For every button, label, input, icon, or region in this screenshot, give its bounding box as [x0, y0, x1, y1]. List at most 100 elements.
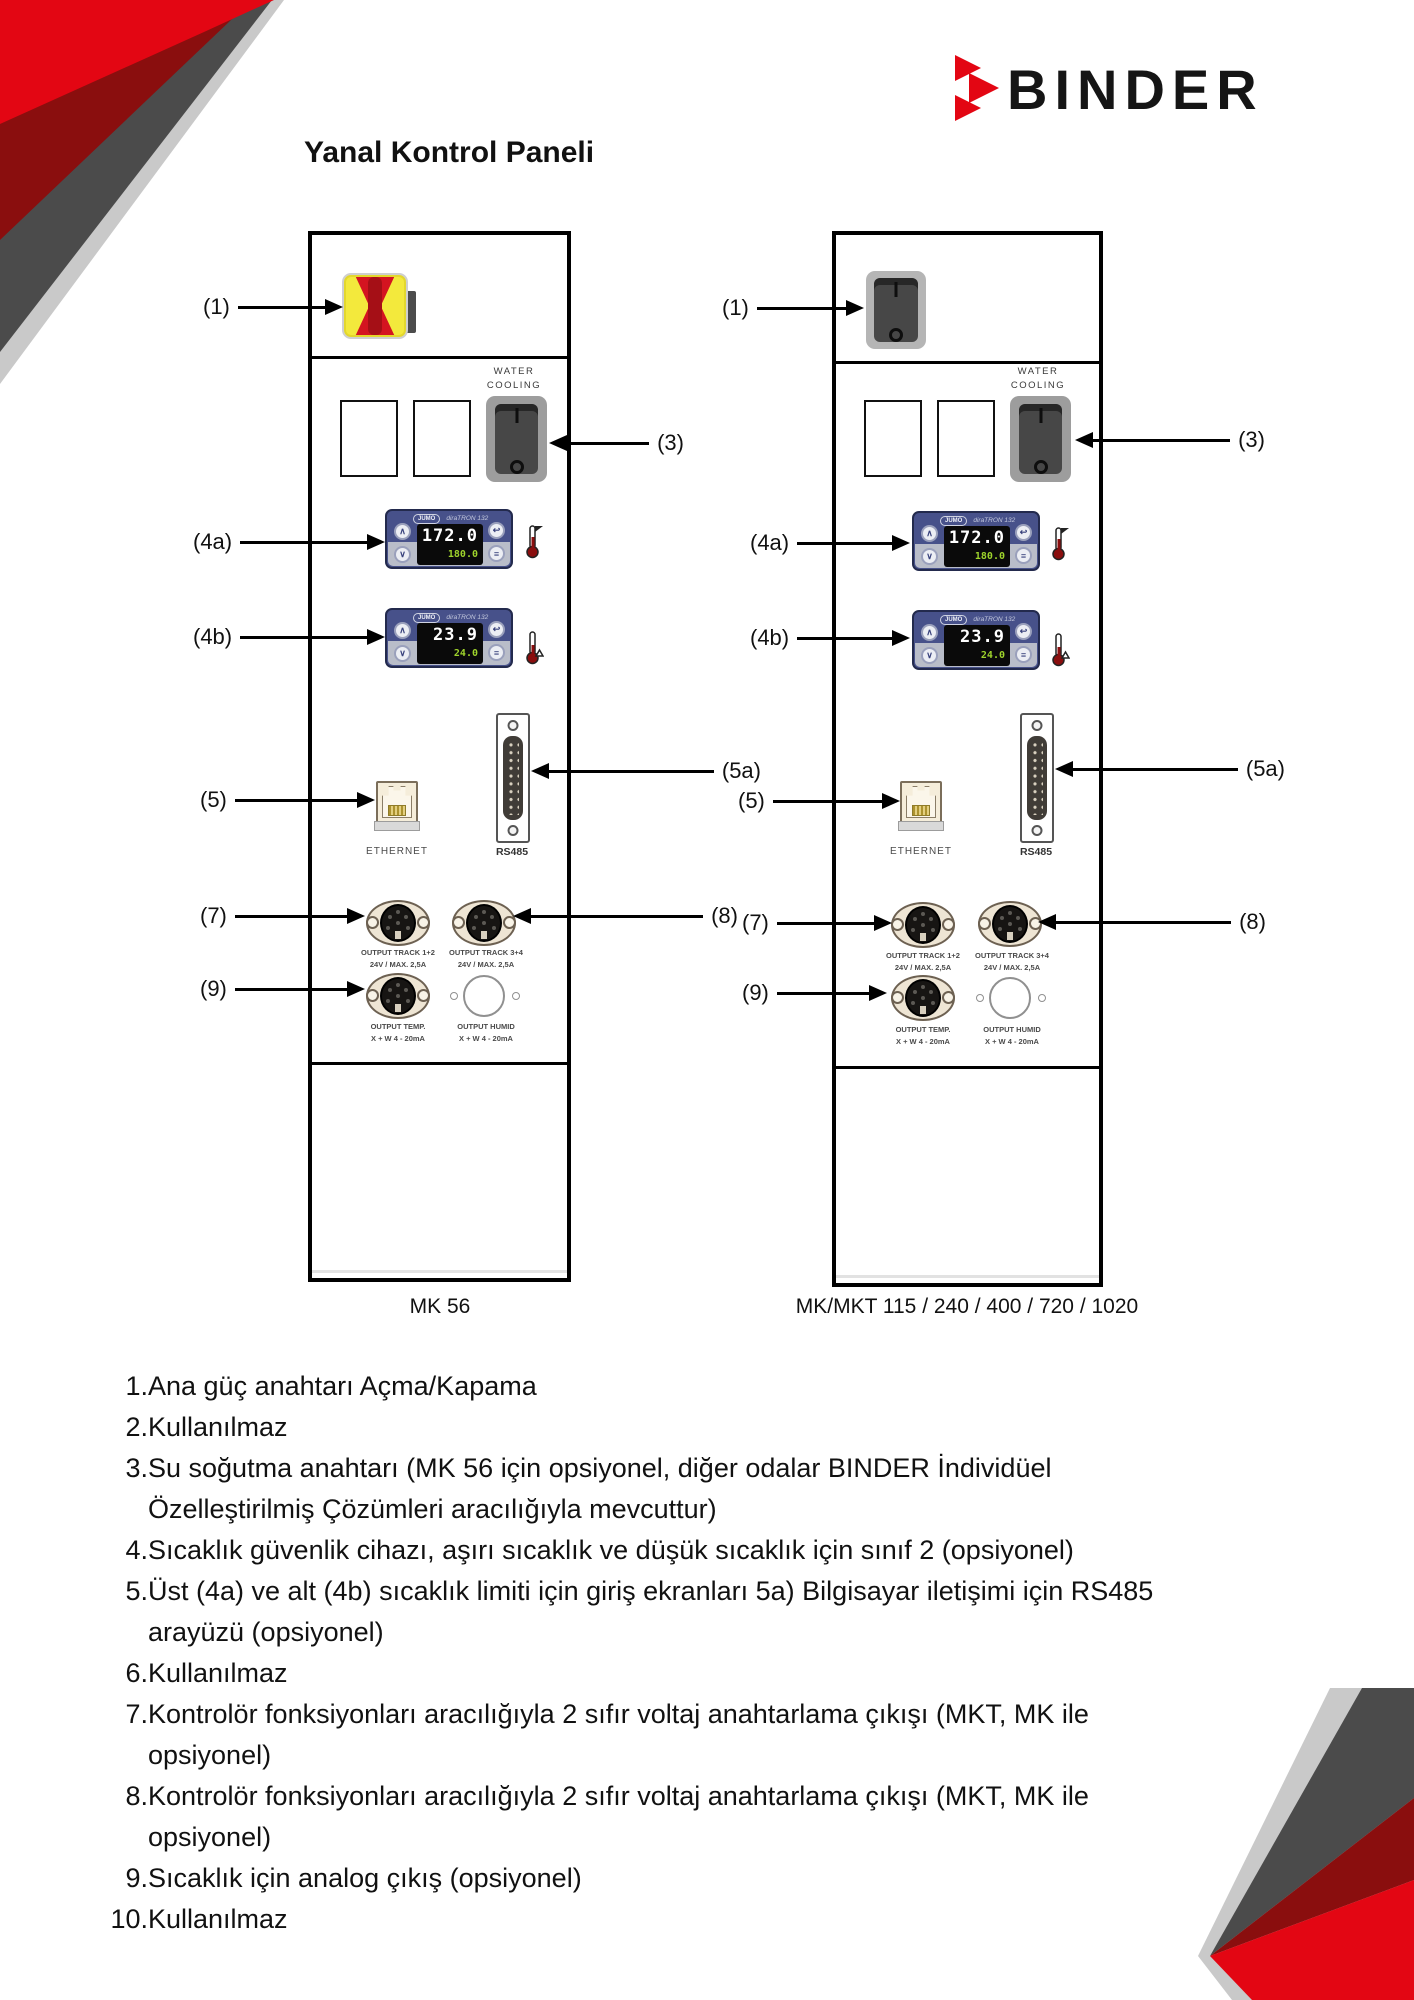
callout-9-left: (9): [200, 975, 365, 1003]
ethernet-label: ETHERNET: [366, 846, 428, 857]
menu-button: ≡: [488, 545, 505, 562]
menu-button: ≡: [1015, 646, 1032, 663]
controller-display: 172.0 180.0: [417, 524, 483, 565]
callout-4b-right: (4b): [750, 624, 910, 652]
fuse-slot: [413, 400, 471, 477]
list-item: 5.Üst (4a) ve alt (4b) sıcaklık limiti i…: [125, 1576, 1154, 1647]
menu-button: ≡: [488, 644, 505, 661]
output-track34-connector: [452, 900, 516, 946]
controller-model-label: diraTRON 132: [973, 616, 1016, 623]
back-button: ↩: [488, 522, 505, 539]
output-temp-label: OUTPUT TEMP.X + W 4 - 20mA: [895, 1025, 951, 1046]
output-track34-connector: [978, 901, 1042, 947]
thermometer-max-icon: [526, 525, 543, 559]
process-value: 23.9: [960, 627, 1005, 647]
panel-divider: [312, 1062, 567, 1065]
switch-on-mark: [894, 281, 898, 297]
jumo-logo: JUMO: [413, 612, 441, 623]
output-humid-placeholder: [463, 975, 505, 1017]
jumo-logo: JUMO: [413, 513, 441, 524]
list-item: 3.Su soğutma anahtarı (MK 56 için opsiyo…: [125, 1453, 1052, 1524]
switch-off-mark: [1033, 460, 1048, 475]
callout-8-left: (8): [513, 902, 738, 930]
callout-1-right: (1): [722, 294, 864, 322]
callout-5a-right: (5a): [1055, 755, 1285, 783]
controller-model-label: diraTRON 132: [973, 517, 1016, 524]
callout-4a-right: (4a): [750, 529, 910, 557]
list-item: 2.Kullanılmaz: [125, 1412, 288, 1442]
callout-1-left: (1): [203, 293, 343, 321]
controller-4a: JUMO diraTRON 132 172.0 180.0 ∧ ∨ ↩ ≡: [385, 509, 513, 569]
callout-3-left: (3): [549, 429, 684, 457]
controller-display: 172.0 180.0: [944, 526, 1010, 567]
switch-off-mark: [509, 460, 524, 475]
ethernet-label: ETHERNET: [890, 846, 952, 857]
process-value: 172.0: [421, 526, 478, 546]
fuse-slot: [340, 400, 398, 477]
output-track12-connector: [891, 902, 955, 948]
set-value: 180.0: [447, 549, 478, 560]
main-power-rotary-switch: [342, 273, 416, 339]
list-item: 6.Kullanılmaz: [125, 1658, 288, 1688]
down-button: ∨: [394, 645, 411, 662]
process-value: 23.9: [433, 625, 478, 645]
callout-8-right: (8): [1038, 908, 1266, 936]
set-value: 180.0: [974, 551, 1005, 562]
process-value: 172.0: [948, 528, 1005, 548]
list-item: 1.Ana güç anahtarı Açma/Kapama: [125, 1371, 537, 1401]
humid-screw-hole: [976, 994, 984, 1002]
output-humid-placeholder: [989, 977, 1031, 1019]
list-item: 7.Kontrolör fonksiyonları aracılığıyla 2…: [125, 1699, 1089, 1770]
ethernet-port: [374, 781, 420, 831]
switch-off-mark: [889, 327, 903, 342]
main-power-rocker-switch: [866, 271, 926, 349]
callout-9-right: (9): [742, 979, 887, 1007]
rs485-port: [1020, 713, 1054, 843]
callout-5-right: (5): [738, 787, 900, 815]
list-item: 4.Sıcaklık güvenlik cihazı, aşırı sıcakl…: [125, 1535, 1074, 1565]
water-cooling-switch: [486, 396, 547, 482]
output-track12-connector: [366, 900, 430, 946]
panel-divider: [312, 356, 567, 359]
controller-model-label: diraTRON 132: [446, 614, 489, 621]
humid-screw-hole: [1038, 994, 1046, 1002]
back-button: ↩: [488, 621, 505, 638]
panel-divider: [836, 361, 1099, 364]
up-button: ∧: [921, 624, 938, 641]
list-item: 8.Kontrolör fonksiyonları aracılığıyla 2…: [125, 1781, 1089, 1852]
callout-4a-left: (4a): [193, 528, 385, 556]
set-value: 24.0: [980, 650, 1005, 661]
panel-bottom-shadow: [312, 1270, 567, 1273]
callout-4b-left: (4b): [193, 623, 385, 651]
controller-display: 23.9 24.0: [417, 623, 483, 664]
ethernet-port: [898, 781, 944, 831]
back-button: ↩: [1015, 524, 1032, 541]
fuse-slot: [937, 400, 995, 477]
binder-logo-text: BINDER: [1007, 58, 1264, 121]
up-button: ∧: [921, 525, 938, 542]
controller-display: 23.9 24.0: [944, 625, 1010, 666]
panel-bottom-shadow: [836, 1275, 1099, 1278]
rs485-label: RS485: [1019, 846, 1053, 858]
back-button: ↩: [1015, 623, 1032, 640]
caption-mkt: MK/MKT 115 / 240 / 400 / 720 / 1020: [795, 1295, 1139, 1318]
humid-screw-hole: [450, 992, 458, 1000]
output-temp-connector: [366, 973, 430, 1019]
callout-3-right: (3): [1075, 426, 1265, 454]
caption-mk56: MK 56: [409, 1295, 471, 1318]
thermometer-max-icon: [1052, 527, 1069, 561]
jumo-logo: JUMO: [940, 515, 968, 526]
thermometer-min-icon: [526, 631, 544, 665]
down-button: ∨: [394, 546, 411, 563]
callout-7-left: (7): [200, 902, 365, 930]
output-temp-connector: [891, 975, 955, 1021]
callout-5a-left: (5a): [531, 757, 761, 785]
menu-button: ≡: [1015, 547, 1032, 564]
